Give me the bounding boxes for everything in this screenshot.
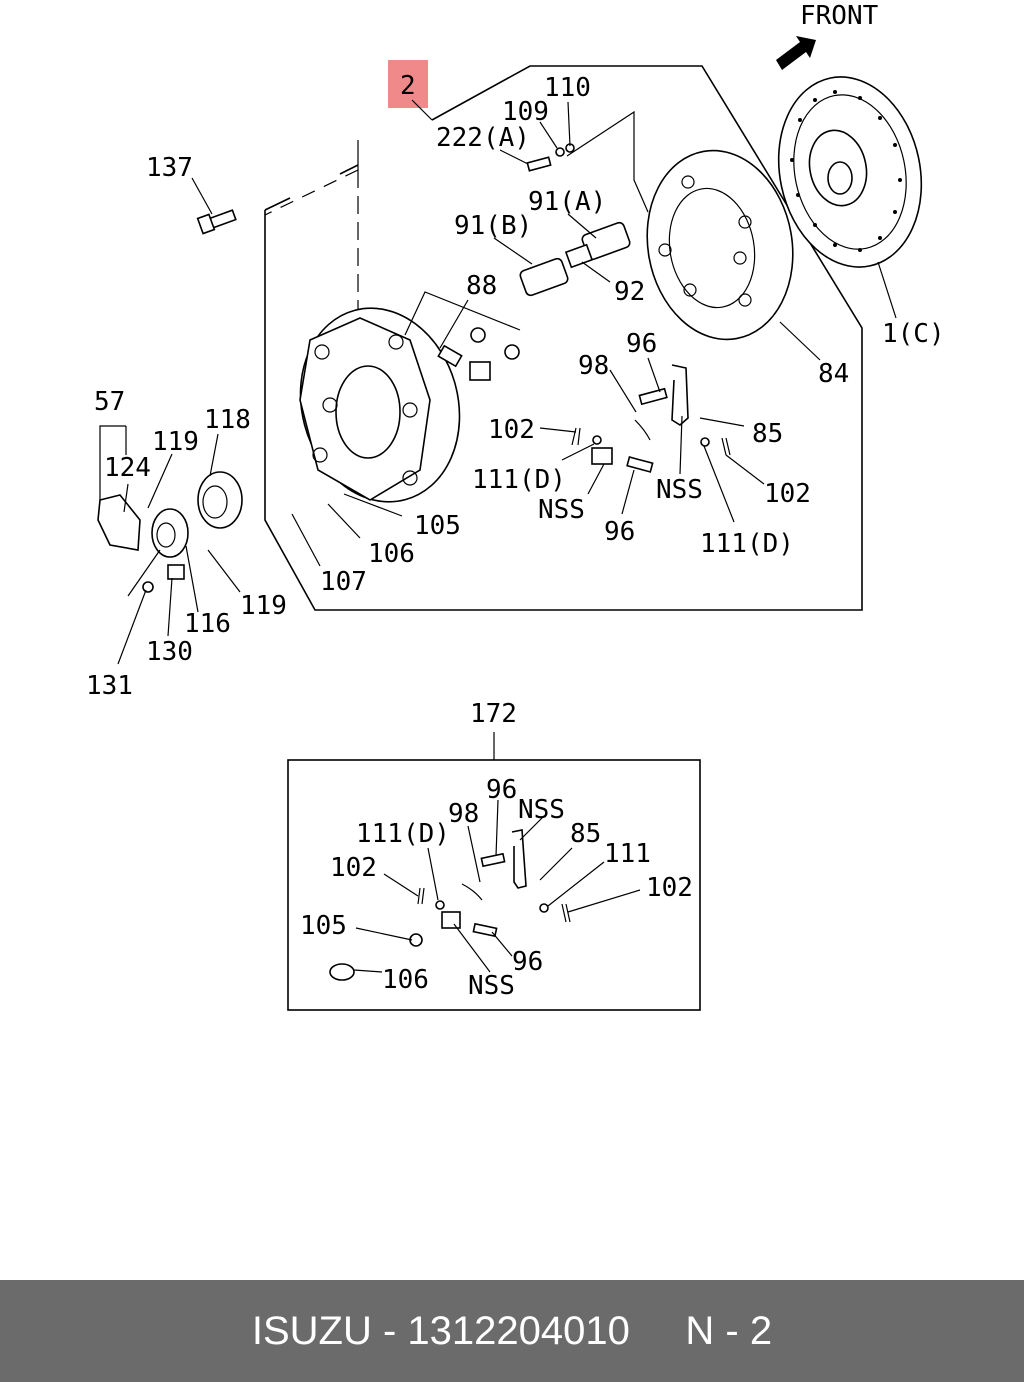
callout-111d-box: 111(D) bbox=[356, 819, 450, 849]
callout-222a: 222(A) bbox=[436, 123, 530, 153]
callout-labels: FRONT 2 110 109 222(A) 137 91(A) 91(B) 8… bbox=[86, 1, 945, 1001]
callout-119-top: 119 bbox=[152, 427, 199, 457]
callout-96-box-top: 96 bbox=[486, 775, 517, 805]
footer-bar: ISUZU - 1312204010 N - 2 bbox=[0, 1280, 1024, 1382]
callout-105-top: 105 bbox=[414, 511, 461, 541]
callout-85-top: 85 bbox=[752, 419, 783, 449]
pressure-plate-icon bbox=[646, 149, 794, 341]
callout-102-box-right: 102 bbox=[646, 873, 693, 903]
callout-116: 116 bbox=[184, 609, 231, 639]
callout-118: 118 bbox=[204, 405, 251, 435]
leader-lines bbox=[99, 99, 897, 665]
callout-98-top: 98 bbox=[578, 351, 609, 381]
front-label: FRONT bbox=[800, 1, 879, 31]
pivot-parts-icon bbox=[519, 143, 631, 297]
callout-nss-left: NSS bbox=[538, 495, 585, 525]
callout-84: 84 bbox=[818, 359, 849, 389]
callout-109: 109 bbox=[502, 97, 549, 127]
callout-102-right: 102 bbox=[764, 479, 811, 509]
callout-88: 88 bbox=[466, 271, 497, 301]
clutch-disc-icon bbox=[777, 76, 923, 268]
callout-172: 172 bbox=[470, 699, 517, 729]
callout-110: 110 bbox=[544, 73, 591, 103]
callout-131: 131 bbox=[86, 671, 133, 701]
callout-91b: 91(B) bbox=[454, 211, 532, 241]
callout-119-bottom: 119 bbox=[240, 591, 287, 621]
assembly-outline bbox=[264, 65, 863, 611]
callout-111d-right: 111(D) bbox=[700, 529, 794, 559]
callout-96-top: 96 bbox=[626, 329, 657, 359]
lever-group-icon bbox=[571, 364, 731, 473]
callout-106-top: 106 bbox=[368, 539, 415, 569]
callout-85-box: 85 bbox=[570, 819, 601, 849]
kit-172-box bbox=[287, 732, 701, 1011]
callout-nss-box-top: NSS bbox=[518, 795, 565, 825]
callout-96-bottom: 96 bbox=[604, 517, 635, 547]
callout-111-box: 111 bbox=[604, 839, 651, 869]
highlight-box bbox=[388, 60, 428, 108]
callout-57: 57 bbox=[94, 387, 125, 417]
parts-88-icon bbox=[404, 291, 521, 381]
callout-105-box: 105 bbox=[300, 911, 347, 941]
callout-92: 92 bbox=[614, 277, 645, 307]
callout-137: 137 bbox=[146, 153, 193, 183]
callout-111d-left: 111(D) bbox=[472, 465, 566, 495]
callout-nss-right: NSS bbox=[656, 475, 703, 505]
callout-96-box-bottom: 96 bbox=[512, 947, 543, 977]
footer-part-number: ISUZU - 1312204010 N - 2 bbox=[251, 1308, 773, 1353]
bolt-137-icon bbox=[196, 209, 237, 235]
callout-130: 130 bbox=[146, 637, 193, 667]
callout-91a: 91(A) bbox=[528, 187, 606, 217]
release-bearing-icon bbox=[97, 471, 243, 593]
callout-106-box: 106 bbox=[382, 965, 429, 995]
callout-102-left: 102 bbox=[488, 415, 535, 445]
callout-2: 2 bbox=[400, 71, 416, 101]
parts-diagram: FRONT 2 110 109 222(A) 137 91(A) 91(B) 8… bbox=[86, 1, 945, 1011]
callout-1c: 1(C) bbox=[882, 319, 945, 349]
front-arrow-icon bbox=[776, 36, 816, 70]
callout-98-box: 98 bbox=[448, 799, 479, 829]
callout-102-box-left: 102 bbox=[330, 853, 377, 883]
clutch-cover-icon bbox=[299, 307, 461, 503]
callout-nss-box-bottom: NSS bbox=[468, 971, 515, 1001]
callout-107: 107 bbox=[320, 567, 367, 597]
callout-124: 124 bbox=[104, 453, 151, 483]
